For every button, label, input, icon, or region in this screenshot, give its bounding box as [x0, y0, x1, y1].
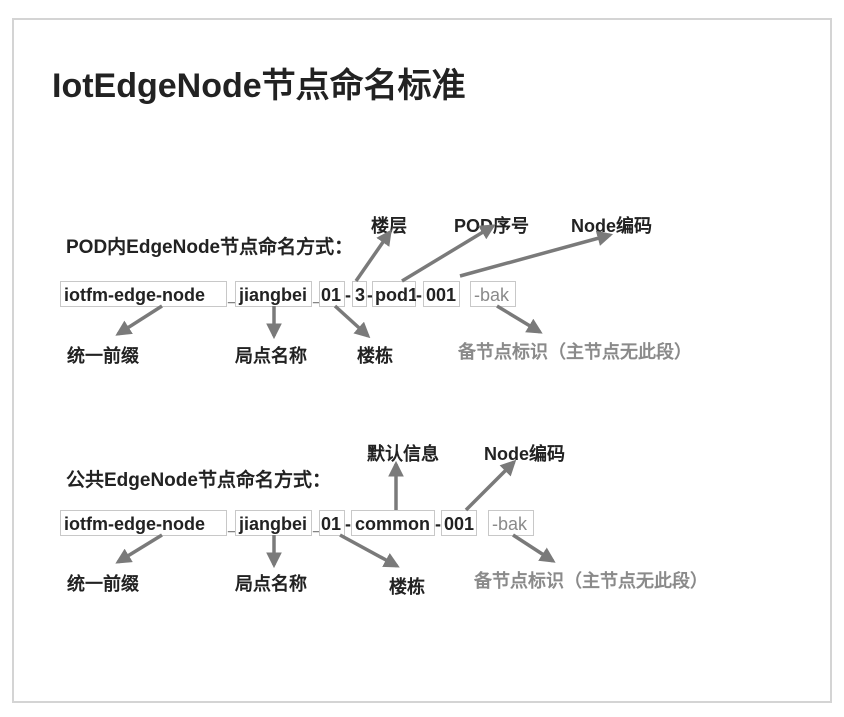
common-segment-dash: -	[435, 511, 441, 537]
pod-section-heading: POD内EdgeNode节点命名方式：	[66, 237, 354, 258]
common-label-bak: 备节点标识（主节点无此段）	[474, 571, 708, 591]
common-segment-building: 01	[319, 510, 345, 536]
pod-label-floor: 楼层	[371, 216, 407, 236]
pod-segment-floor: 3	[352, 281, 367, 307]
pod-segment-dash: -	[345, 282, 351, 308]
diagram-frame	[12, 18, 832, 703]
pod-segment-separator: _	[313, 282, 324, 308]
common-segment-default: common	[351, 510, 435, 536]
pod-label-node-code: Node编码	[571, 216, 652, 236]
pod-segment-building: 01	[319, 281, 345, 307]
common-segment-dash: -	[345, 511, 351, 537]
common-segment-separator: _	[228, 511, 239, 537]
common-segment-prefix: iotfm-edge-node	[60, 510, 227, 536]
pod-label-bak: 备节点标识（主节点无此段）	[458, 342, 692, 362]
pod-segment-prefix: iotfm-edge-node	[60, 281, 227, 307]
common-segment-bak: -bak	[488, 510, 534, 536]
common-segment-separator: _	[313, 511, 324, 537]
common-segment-node-code: 001	[441, 510, 477, 536]
common-label-building: 楼栋	[389, 577, 425, 597]
pod-segment-bak: -bak	[470, 281, 516, 307]
common-label-site: 局点名称	[235, 574, 307, 594]
pod-segment-site: jiangbei	[235, 281, 312, 307]
pod-label-building: 楼栋	[357, 346, 393, 366]
common-label-prefix: 统一前缀	[67, 574, 139, 594]
common-label-node-code: Node编码	[484, 444, 565, 464]
common-label-default: 默认信息	[367, 444, 439, 464]
page-title: IotEdgeNode节点命名标准	[52, 67, 466, 105]
pod-label-site: 局点名称	[235, 346, 307, 366]
pod-segment-separator: _	[228, 282, 239, 308]
pod-segment-node-code: 001	[423, 281, 460, 307]
pod-label-pod-number: POD序号	[454, 216, 530, 236]
pod-segment-dash: -	[416, 282, 422, 308]
pod-segment-pod-number: pod1	[372, 281, 418, 307]
common-segment-site: jiangbei	[235, 510, 312, 536]
common-section-heading: 公共EdgeNode节点命名方式：	[66, 470, 331, 491]
pod-label-prefix: 统一前缀	[67, 346, 139, 366]
pod-segment-dash: -	[367, 282, 373, 308]
